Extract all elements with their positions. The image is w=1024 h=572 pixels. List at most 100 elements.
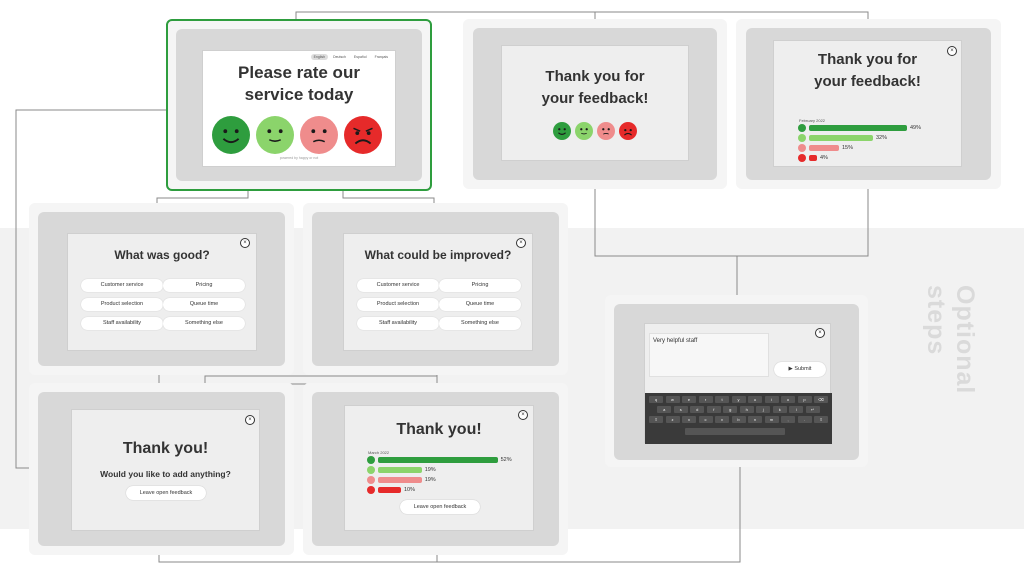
stat-bar	[809, 145, 839, 151]
language-selector[interactable]: English Deutsch Español Français	[309, 54, 391, 60]
lang-francais[interactable]: Français	[374, 55, 388, 59]
keyboard-key[interactable]: q	[649, 396, 663, 403]
thanks-card-b: × Thank you for your feedback! February …	[736, 19, 1001, 189]
lang-espanol[interactable]: Español	[353, 55, 367, 59]
option-staff-availability[interactable]: Staff availability	[357, 317, 439, 330]
stat-percent: 19%	[424, 477, 436, 483]
keyboard-key[interactable]: z	[665, 416, 680, 423]
keyboard-key[interactable]: a	[657, 406, 672, 413]
very-happy-face[interactable]	[212, 116, 250, 154]
keyboard-key[interactable]: h	[739, 406, 754, 413]
happy-face	[575, 122, 593, 140]
improve-screen: × What could be improved? Customer servi…	[343, 233, 533, 351]
keyboard-key[interactable]: v	[715, 416, 729, 423]
connector-line	[737, 163, 871, 257]
submit-label: Submit	[794, 366, 812, 372]
lang-english[interactable]: English	[310, 54, 329, 60]
keyboard-key[interactable]: k	[772, 406, 787, 413]
keyboard-key[interactable]: ,	[781, 416, 795, 423]
keyboard-key[interactable]: e	[682, 396, 696, 403]
close-icon[interactable]: ×	[947, 46, 957, 56]
option-staff-availability[interactable]: Staff availability	[81, 317, 163, 330]
keyboard-key[interactable]: r	[698, 396, 713, 403]
thanks-card-d: × Thank you! March 2022 52% 19% 19% 10% …	[303, 383, 568, 555]
stat-percent: 49%	[910, 125, 922, 131]
keyboard-key[interactable]: ↵	[805, 406, 820, 413]
keyboard-key[interactable]: i	[764, 396, 779, 403]
very-unhappy-icon	[367, 486, 375, 494]
close-icon[interactable]: ×	[815, 328, 825, 338]
keyboard-key[interactable]: c	[698, 416, 713, 423]
option-queue-time[interactable]: Queue time	[163, 298, 245, 311]
option-product-selection[interactable]: Product selection	[81, 298, 163, 311]
option-queue-time[interactable]: Queue time	[439, 298, 521, 311]
keyboard-key[interactable]: d	[690, 406, 705, 413]
stat-percent: 19%	[424, 467, 436, 473]
option-customer-service[interactable]: Customer service	[81, 279, 163, 292]
good-card: × What was good? Customer service Pricin…	[29, 203, 294, 375]
connector-line	[592, 163, 738, 304]
keyboard-key[interactable]: u	[748, 396, 762, 403]
leave-feedback-button[interactable]: Leave open feedback	[126, 486, 206, 500]
option-pricing[interactable]: Pricing	[163, 279, 245, 292]
option-product-selection[interactable]: Product selection	[357, 298, 439, 311]
happy-face[interactable]	[256, 116, 294, 154]
keyboard-key[interactable]: g	[723, 406, 738, 413]
close-icon[interactable]: ×	[240, 238, 250, 248]
stat-row: 15%	[798, 144, 958, 152]
good-screen: × What was good? Customer service Pricin…	[67, 233, 257, 351]
option-customer-service[interactable]: Customer service	[357, 279, 439, 292]
option-something-else[interactable]: Something else	[163, 317, 245, 330]
thanks-a-line2: your feedback!	[541, 90, 649, 107]
keyboard-key[interactable]: ⇧	[814, 416, 828, 423]
stat-row: 49%	[798, 124, 958, 132]
thanks-c-title: Thank you!	[122, 440, 209, 457]
leave-feedback-button[interactable]: Leave open feedback	[400, 500, 480, 514]
keyboard-key[interactable]: m	[764, 416, 779, 423]
close-icon[interactable]: ×	[518, 410, 528, 420]
improve-card: × What could be improved? Customer servi…	[303, 203, 568, 375]
keyboard-key[interactable]: t	[715, 396, 729, 403]
thanks-screen-b: × Thank you for your feedback! February …	[773, 40, 962, 167]
stat-row: 32%	[798, 134, 958, 142]
unhappy-face[interactable]	[300, 116, 338, 154]
keyboard-key[interactable]: n	[748, 416, 762, 423]
space-key[interactable]	[685, 428, 785, 435]
close-icon[interactable]: ×	[245, 415, 255, 425]
lang-deutsch[interactable]: Deutsch	[333, 55, 346, 59]
feedback-textarea[interactable]: Very helpful staff	[649, 333, 769, 377]
option-pricing[interactable]: Pricing	[439, 279, 521, 292]
keyboard-key[interactable]: ⇧	[649, 416, 663, 423]
thanks-a-line1: Thank you for	[545, 68, 645, 85]
stat-row: 19%	[367, 466, 527, 474]
stat-bar	[809, 135, 873, 141]
keyboard-key[interactable]: l	[789, 406, 804, 413]
keyboard-key[interactable]: x	[682, 416, 696, 423]
keyboard-key[interactable]: w	[665, 396, 680, 403]
very-unhappy-face[interactable]	[344, 116, 382, 154]
option-something-else[interactable]: Something else	[439, 317, 521, 330]
keyboard-key[interactable]: o	[781, 396, 795, 403]
stat-row: 52%	[367, 456, 527, 464]
submit-button[interactable]: ▶ Submit	[774, 362, 826, 377]
keyboard-key[interactable]: s	[673, 406, 688, 413]
keyboard-key[interactable]: b	[731, 416, 746, 423]
keyboard-key[interactable]: y	[731, 396, 746, 403]
stat-row: 19%	[367, 476, 527, 484]
powered-by: powered by happy or not	[279, 156, 319, 160]
keyboard-key[interactable]: f	[706, 406, 721, 413]
stat-percent: 32%	[876, 135, 888, 141]
very-unhappy-icon	[798, 154, 806, 162]
keyboard-key[interactable]: j	[756, 406, 771, 413]
keyboard-key[interactable]: ⌫	[814, 396, 828, 403]
stats-month: February 2022	[799, 118, 826, 123]
keyboard-key[interactable]: p	[797, 396, 812, 403]
improve-title: What could be improved?	[364, 248, 512, 262]
close-icon[interactable]: ×	[516, 238, 526, 248]
device-frame: × Thank you! March 2022 52% 19% 19% 10% …	[312, 392, 559, 546]
keyboard-key[interactable]: .	[797, 416, 812, 423]
